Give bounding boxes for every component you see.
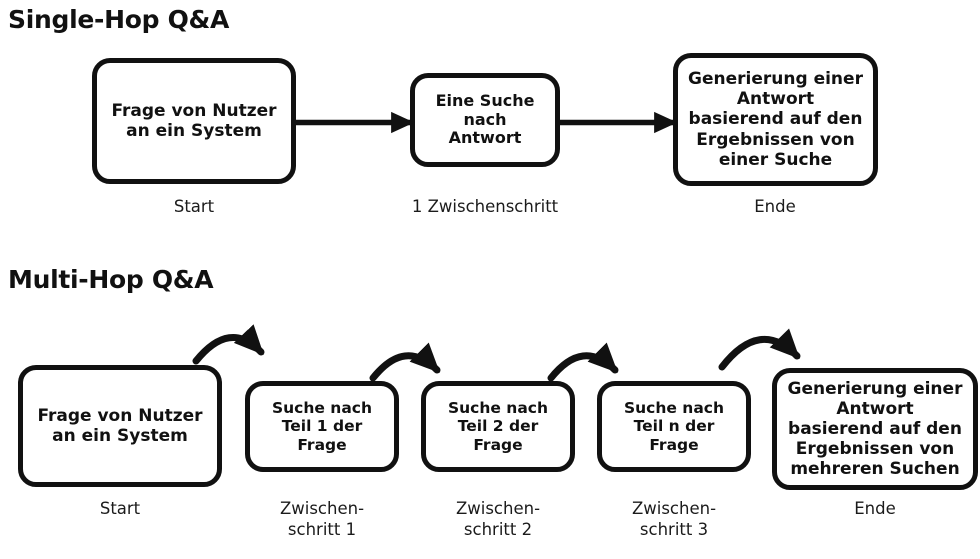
node-mh-step2: Suche nach Teil 2 der Frage (421, 381, 575, 472)
caption-mh-step3: Zwischen- schritt 3 (631, 499, 717, 540)
caption-mh-step2: Zwischen- schritt 2 (455, 499, 541, 540)
node-sh-end: Generierung einer Antwort basierend auf … (673, 53, 878, 186)
caption-sh-start: Start (173, 197, 215, 216)
node-mh-start: Frage von Nutzer an ein System (18, 365, 222, 487)
node-mh-step3: Suche nach Teil n der Frage (597, 381, 751, 472)
caption-sh-end: Ende (754, 197, 796, 216)
mh-arrow-4-curved-arrow-icon (718, 328, 801, 371)
node-mh-end: Generierung einer Antwort basierend auf … (772, 368, 978, 490)
section-title-multi-hop: Multi-Hop Q&A (8, 265, 214, 294)
caption-sh-step1: 1 Zwischenschritt (411, 197, 559, 216)
caption-mh-end: Ende (854, 499, 896, 518)
mh-arrow-1-curved-arrow-icon (192, 324, 265, 365)
node-sh-start: Frage von Nutzer an ein System (92, 58, 296, 184)
caption-mh-step1: Zwischen- schritt 1 (279, 499, 365, 540)
node-sh-step1: Eine Suche nach Antwort (410, 73, 560, 167)
section-title-single-hop: Single-Hop Q&A (8, 5, 230, 34)
mh-arrow-3-curved-arrow-icon (547, 342, 619, 382)
mh-arrow-2-curved-arrow-icon (369, 342, 441, 382)
node-mh-step1: Suche nach Teil 1 der Frage (245, 381, 399, 472)
caption-mh-start: Start (99, 499, 141, 518)
